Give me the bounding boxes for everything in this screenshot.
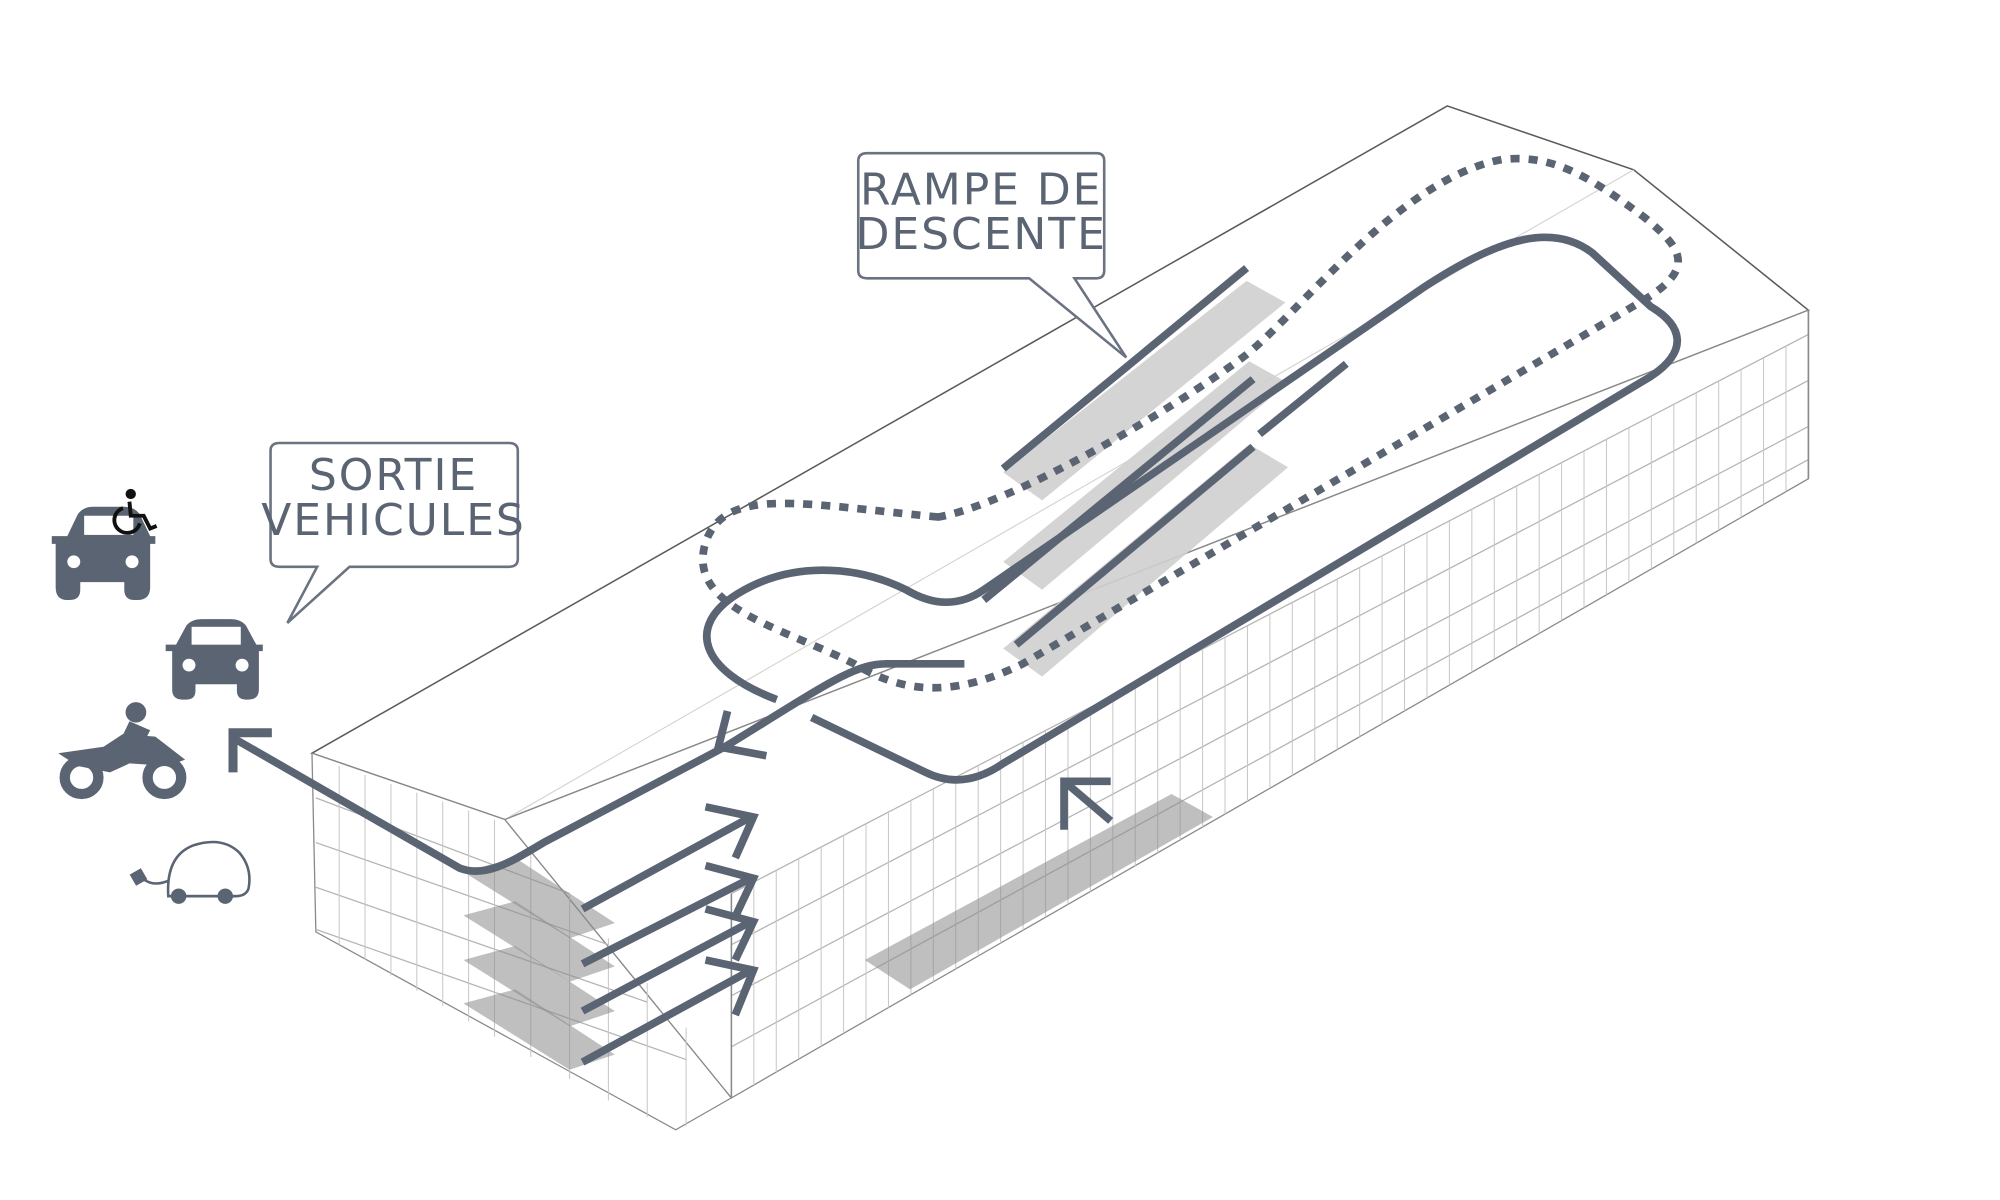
motorcycle-icon (58, 702, 187, 800)
shadow-zones (463, 794, 1213, 1070)
ramp-callout-line1: RAMPE DE (860, 165, 1102, 216)
accessible-car-icon (51, 488, 158, 600)
exit-loop-route (703, 233, 1682, 784)
facade-shadow-strip (864, 794, 1213, 990)
exit-route-line (231, 660, 965, 876)
gable-shadow-1 (463, 857, 615, 939)
floor-arrow-4-head (704, 956, 759, 1017)
gable-shadow-3 (463, 945, 615, 1027)
floor-arrow-3-head (704, 905, 759, 962)
ramp-callout-line2: DESCENTE (856, 209, 1107, 260)
exit-callout-box (269, 441, 520, 624)
gable-shadow-4 (463, 989, 615, 1070)
ramp-zone-3 (1003, 444, 1289, 677)
electric-car-icon (129, 840, 251, 904)
floor-exit-arrows (580, 803, 759, 1066)
exit-arrow-head (228, 728, 272, 773)
exit-callout-line1: SORTIE (309, 450, 478, 501)
ramp-callout-box (856, 151, 1128, 359)
ramp-zone-1 (1003, 280, 1286, 501)
facade-entry-arrow (1060, 777, 1114, 830)
lower-level-loop-route (699, 154, 1682, 692)
floor-arrow-1 (580, 813, 753, 913)
wheelchair-icon (112, 488, 158, 535)
floor-arrow-1-head (704, 803, 759, 860)
exit-callout: SORTIE VEHICULES (261, 441, 526, 624)
floor-arrow-2-head (704, 861, 759, 919)
merge-arrow (713, 710, 768, 760)
floor-arrow-2 (580, 874, 753, 968)
gable-shadow-2 (463, 901, 615, 982)
ramp-callout: RAMPE DE DESCENTE (856, 151, 1128, 359)
car-icon (165, 619, 263, 700)
floor-arrow-3 (580, 918, 753, 1015)
floor-arrow-4 (580, 966, 753, 1066)
exit-callout-line2: VEHICULES (261, 495, 526, 546)
